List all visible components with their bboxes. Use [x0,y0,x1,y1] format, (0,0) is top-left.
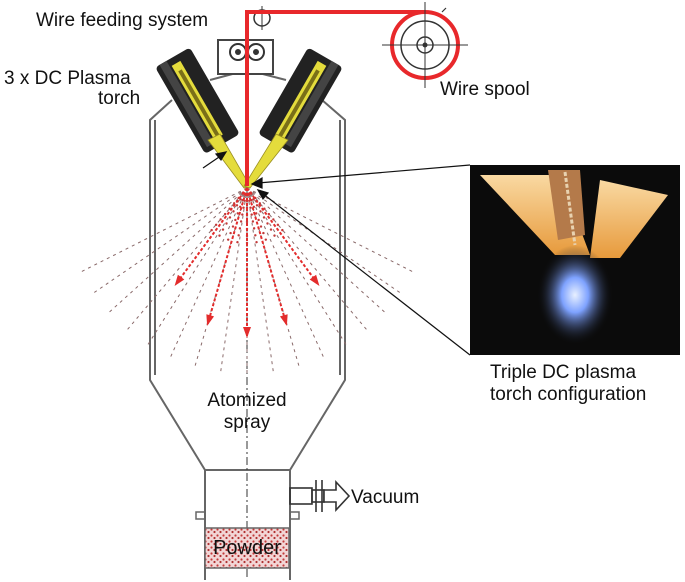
spray-droplet [281,228,284,232]
spray-droplet [255,240,258,244]
label-spray-line2: spray [224,412,271,433]
spray-droplet [252,227,256,230]
spray-droplet [231,225,235,228]
spray-droplet [221,228,225,231]
photo-pointer-bottom [261,192,471,356]
spray-ray [107,187,248,314]
spray-droplet [237,234,240,237]
spray-arrow [246,187,288,325]
spray-droplet [239,220,243,223]
spray-droplet [276,223,280,226]
spray-ray [246,187,274,372]
spray-arrowhead [279,314,288,326]
spray-droplet [264,238,268,241]
torch-photo [470,165,680,355]
spray-ray [169,187,248,358]
chamber-left-wall [149,99,206,580]
spray-ray [146,187,248,346]
spray-droplet [266,222,269,225]
spray-droplet [259,210,262,213]
spray-droplet [245,220,249,224]
spray-droplet [241,213,244,216]
atomized-spray [79,187,415,374]
spray-droplet [255,212,258,215]
spray-droplet [250,213,253,216]
spray-droplet [255,204,259,207]
spray-droplet [273,234,276,237]
spray-droplet [232,210,235,213]
photo-torch-center [548,170,585,240]
spray-ray [246,187,325,358]
wire-spool [382,2,468,88]
label-wire-feeding-system: Wire feeding system [36,10,208,31]
spray-ray [220,187,248,372]
spray-arrow [174,187,248,286]
label-vacuum: Vacuum [351,487,419,508]
spray-ray [246,187,415,274]
spray-droplet [272,218,275,221]
spray-droplet [236,212,239,215]
bolt-right [289,511,300,520]
plasma-torch-right [259,48,342,153]
vacuum-arrow [323,479,351,513]
powder-collector [204,527,290,569]
spray-ray [91,187,248,295]
spray-ray [246,187,348,346]
spray-droplet [229,231,232,235]
spray-droplet [223,212,227,216]
spray-arrow [206,187,248,325]
spray-droplet [238,227,242,230]
spray-ray [79,187,248,274]
spray-droplet [218,234,221,237]
spray-droplet [251,220,255,223]
spray-arrowhead [206,314,215,326]
spray-droplet [262,216,266,219]
label-powder: Powder [213,537,281,559]
chamber-outline [149,71,346,580]
label-torch-line2: torch [98,88,140,109]
spray-droplet [210,228,213,232]
spray-droplet [249,206,252,209]
spray-arrowhead [309,274,320,287]
label-wire-spool: Wire spool [440,79,530,100]
chamber-right-wall [289,99,346,580]
spray-arrow [246,187,320,286]
spray-droplet [259,225,263,228]
spray-droplet [226,238,230,241]
photo-plasma-plume [537,245,613,345]
plasma-jet-right [243,133,289,189]
spray-droplet [269,228,273,231]
plasma-jet-left [207,133,251,189]
spray-droplet [262,231,265,235]
label-photo-caption-line1: Triple DC plasma [490,362,636,383]
spray-droplet [228,216,232,219]
spray-droplet [214,223,218,226]
spray-droplet [225,222,228,225]
spray-droplet [219,218,222,221]
spray-arrowhead [174,274,185,287]
label-spray-line1: Atomized [207,390,286,411]
vacuum-port [289,479,351,513]
spray-arrowhead [243,327,251,338]
photo-pointer-top [257,164,471,184]
wire-path [245,10,425,186]
spray-droplet [257,218,260,222]
label-torch-line1: 3 x DC Plasma [4,68,131,89]
spray-ray [246,187,369,332]
photo-torch-right [590,180,668,258]
bolt-left [195,511,206,520]
spray-droplet [242,206,245,209]
label-photo-caption-line2: torch configuration [490,384,646,405]
spray-ray [125,187,248,332]
plasma-torch-left [156,48,239,153]
spray-ray [246,187,387,314]
spray-droplet [234,218,237,222]
spray-droplet [235,204,239,207]
spray-droplet [254,234,257,237]
spray-droplet [236,240,239,244]
pointer-arrows [202,151,471,356]
spray-droplet [267,212,271,216]
